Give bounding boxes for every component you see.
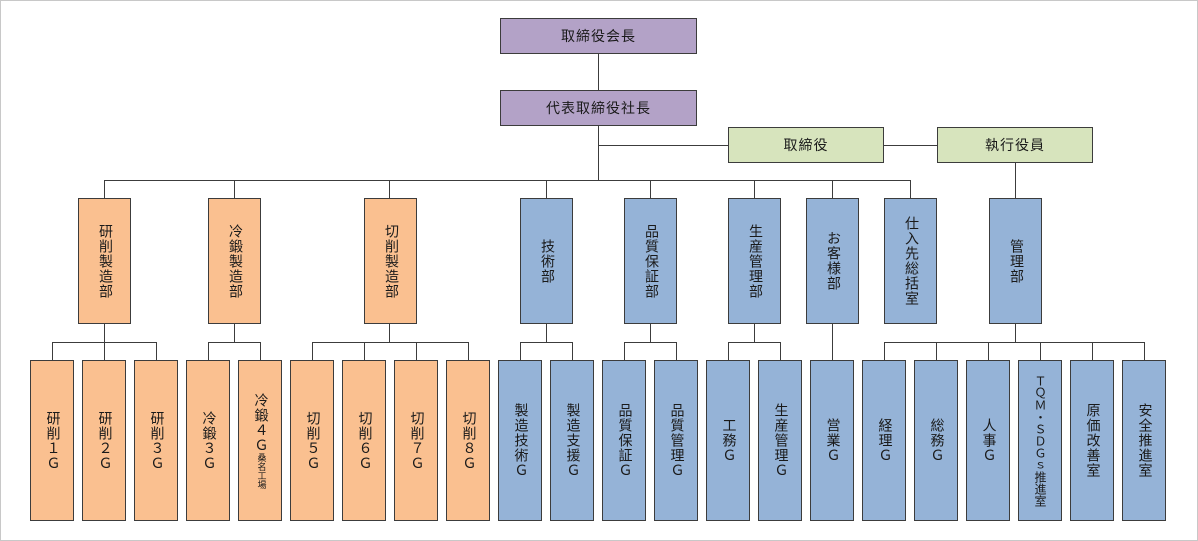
chairman-box: 取締役会長 <box>500 18 697 54</box>
dept-quality: 品質保証部 <box>624 198 677 324</box>
group-general-affairs-label: 総務Ｇ <box>928 418 945 463</box>
group-qa: 品質保証Ｇ <box>602 360 646 521</box>
group-works: 工務Ｇ <box>706 360 750 521</box>
group-cutting-7: 切削７Ｇ <box>394 360 438 521</box>
group-works-label: 工務Ｇ <box>720 418 737 463</box>
group-hr-label: 人事Ｇ <box>980 418 997 463</box>
group-mfg-support: 製造支援Ｇ <box>550 360 594 521</box>
dept-engineering: 技術部 <box>520 198 573 324</box>
group-grinding-3-label: 研削３Ｇ <box>148 410 165 471</box>
group-hr: 人事Ｇ <box>966 360 1010 521</box>
group-cutting-5-label: 切削５Ｇ <box>304 410 321 471</box>
group-cutting-5: 切削５Ｇ <box>290 360 334 521</box>
group-cold-forging-4-label: 冷鍛４Ｇ <box>252 392 269 453</box>
dept-grinding-label: 研削製造部 <box>97 223 113 299</box>
dept-customer-label: お客様部 <box>825 231 841 291</box>
dept-cold-forging-label: 冷鍛製造部 <box>227 223 243 299</box>
group-cutting-6-label: 切削６Ｇ <box>356 410 373 471</box>
dept-production-label: 生産管理部 <box>747 223 763 299</box>
dept-supplier: 仕入先総括室 <box>884 198 937 324</box>
group-mfg-support-label: 製造支援Ｇ <box>564 403 581 478</box>
group-grinding-1: 研削１Ｇ <box>30 360 74 521</box>
group-cutting-8-label: 切削８Ｇ <box>460 410 477 471</box>
dept-engineering-label: 技術部 <box>539 238 555 284</box>
dept-production: 生産管理部 <box>728 198 781 324</box>
group-cold-forging-4-text: 冷鍛４Ｇ桑名工場 <box>251 393 270 489</box>
group-cold-forging-3: 冷鍛３Ｇ <box>186 360 230 521</box>
group-mfg-tech: 製造技術Ｇ <box>498 360 542 521</box>
group-cost: 原価改善室 <box>1070 360 1114 521</box>
group-grinding-1-label: 研削１Ｇ <box>44 410 61 471</box>
directors-box: 取締役 <box>728 127 884 163</box>
group-prod-control: 生産管理Ｇ <box>758 360 802 521</box>
group-accounting-label: 経理Ｇ <box>876 418 893 463</box>
president-label: 代表取締役社長 <box>546 101 651 117</box>
group-grinding-2: 研削２Ｇ <box>82 360 126 521</box>
group-cutting-6: 切削６Ｇ <box>342 360 386 521</box>
group-qc: 品質管理Ｇ <box>654 360 698 521</box>
directors-label: 取締役 <box>783 138 829 154</box>
group-qc-label: 品質管理Ｇ <box>668 403 685 478</box>
dept-admin-label: 管理部 <box>1008 238 1024 284</box>
group-sales: 営業Ｇ <box>810 360 854 521</box>
group-tqm-label: ＴＱＭ・ＳＤＧｓ推進室 <box>1033 374 1047 507</box>
group-grinding-3: 研削３Ｇ <box>134 360 178 521</box>
group-sales-label: 営業Ｇ <box>824 418 841 463</box>
dept-admin: 管理部 <box>989 198 1042 324</box>
group-grinding-2-label: 研削２Ｇ <box>96 410 113 471</box>
dept-cold-forging: 冷鍛製造部 <box>208 198 261 324</box>
group-cost-label: 原価改善室 <box>1084 403 1101 478</box>
chairman-label: 取締役会長 <box>561 29 636 45</box>
group-safety-label: 安全推進室 <box>1136 403 1153 478</box>
group-prod-control-label: 生産管理Ｇ <box>772 403 789 478</box>
group-cutting-8: 切削８Ｇ <box>446 360 490 521</box>
dept-customer: お客様部 <box>806 198 859 324</box>
dept-supplier-label: 仕入先総括室 <box>903 216 919 306</box>
dept-grinding: 研削製造部 <box>78 198 131 324</box>
group-mfg-tech-label: 製造技術Ｇ <box>512 403 529 478</box>
group-qa-label: 品質保証Ｇ <box>616 403 633 478</box>
dept-quality-label: 品質保証部 <box>643 223 659 299</box>
dept-cutting-label: 切削製造部 <box>383 223 399 299</box>
group-cold-forging-3-label: 冷鍛３Ｇ <box>200 410 217 471</box>
executive-officers-box: 執行役員 <box>937 127 1093 163</box>
group-tqm: ＴＱＭ・ＳＤＧｓ推進室 <box>1018 360 1062 521</box>
president-box: 代表取締役社長 <box>500 90 697 126</box>
group-general-affairs: 総務Ｇ <box>914 360 958 521</box>
group-cold-forging-4-note: 桑名工場 <box>255 452 266 489</box>
group-cutting-7-label: 切削７Ｇ <box>408 410 425 471</box>
group-cold-forging-4: 冷鍛４Ｇ桑名工場 <box>238 360 282 521</box>
group-accounting: 経理Ｇ <box>862 360 906 521</box>
group-safety: 安全推進室 <box>1122 360 1166 521</box>
dept-cutting: 切削製造部 <box>364 198 417 324</box>
executive-officers-label: 執行役員 <box>985 138 1045 154</box>
